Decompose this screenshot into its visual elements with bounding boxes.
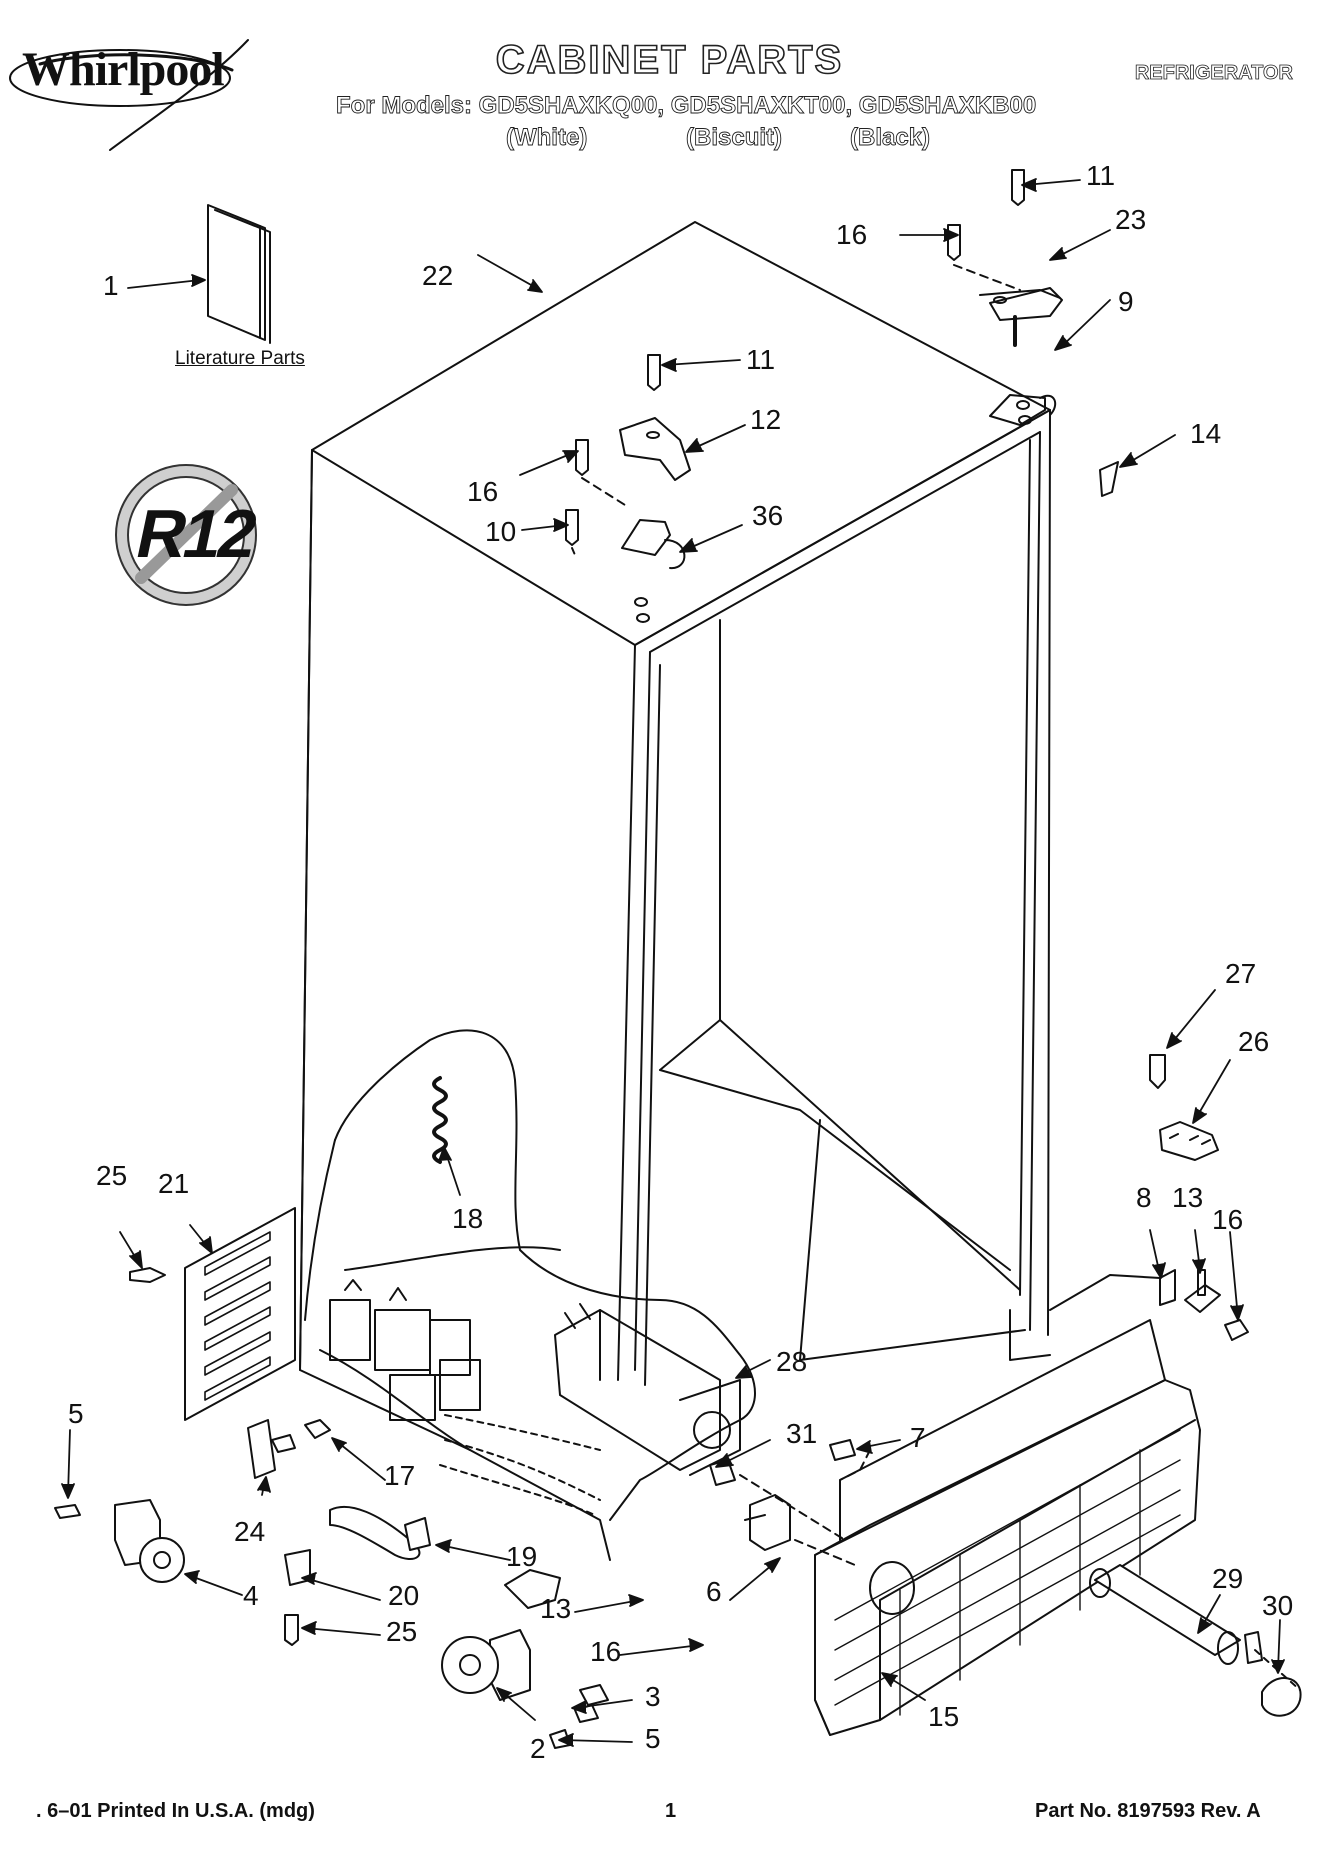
variant-white: (White): [506, 124, 588, 152]
callout-16: 16: [836, 219, 868, 250]
callout-36: 36: [752, 500, 784, 531]
literature-parts-label: Literature Parts: [175, 348, 305, 369]
callout-17: 17: [384, 1460, 416, 1491]
callout-25b: 25: [386, 1616, 418, 1647]
top-hinge-left: [565, 354, 691, 570]
callout-16b: 16: [467, 476, 499, 507]
callout-27: 27: [1225, 958, 1257, 989]
callout-16c: 16: [1212, 1204, 1244, 1235]
callout-19: 19: [506, 1541, 538, 1572]
callout-21: 21: [158, 1168, 190, 1199]
callout-12: 12: [750, 404, 782, 435]
callout-25: 25: [96, 1160, 128, 1191]
callout-15: 15: [928, 1701, 960, 1732]
right-bracket-8-13: [1049, 1269, 1249, 1341]
water-filter-29: [1089, 1564, 1302, 1717]
callout-11b: 11: [746, 344, 776, 375]
whirlpool-logo: Whirlpool: [22, 43, 225, 96]
cabinet-shell: [299, 221, 1051, 1451]
appliance-category: REFRIGERATOR: [1134, 62, 1293, 85]
r12-badge: [115, 464, 257, 606]
part-number: Part No. 8197593 Rev. A: [1035, 1800, 1261, 1822]
footer-print-info: . 6–01 Printed In U.S.A. (mdg): [36, 1800, 315, 1822]
base-grille-15: [814, 1319, 1201, 1736]
rear-access-panel-21: [129, 1207, 296, 1421]
r12-label: R12: [129, 496, 262, 572]
literature-booklet: [207, 204, 271, 344]
callout-3: 3: [645, 1681, 661, 1712]
callout-23: 23: [1115, 204, 1147, 235]
variant-black: (Black): [850, 124, 931, 152]
callout-7: 7: [910, 1422, 926, 1453]
callout-9: 9: [1118, 286, 1134, 317]
callout-4: 4: [243, 1580, 259, 1611]
page-number: 1: [665, 1800, 677, 1822]
right-roller-assembly: [441, 1569, 609, 1749]
callout-18: 18: [452, 1203, 484, 1234]
callout-1: 1: [103, 270, 119, 301]
callout-5: 5: [68, 1398, 84, 1429]
callout-10: 10: [485, 516, 517, 547]
model-list: For Models: GD5SHAXKQ00, GD5SHAXKT00, GD…: [336, 92, 1037, 120]
callout-20: 20: [388, 1580, 420, 1611]
callout-13b: 13: [540, 1593, 572, 1624]
callout-30: 30: [1262, 1590, 1294, 1621]
callout-28: 28: [776, 1346, 808, 1377]
machine-compartment-cutaway: [304, 1029, 756, 1561]
callout-31: 31: [786, 1418, 818, 1449]
callout-24: 24: [234, 1516, 266, 1547]
callout-2: 2: [530, 1733, 546, 1764]
callout-11: 11: [1086, 160, 1116, 191]
top-hinge-right: [947, 169, 1063, 426]
callout-5b: 5: [645, 1723, 661, 1754]
callout-29: 29: [1212, 1563, 1244, 1594]
drain-tube-housing: [554, 1303, 741, 1476]
left-roller-assembly: [54, 1419, 431, 1646]
callout-6: 6: [706, 1576, 722, 1607]
callout-14: 14: [1190, 418, 1222, 449]
part-clip-14: [1099, 461, 1119, 497]
callout-8: 8: [1136, 1182, 1152, 1213]
callout-13: 13: [1172, 1182, 1204, 1213]
callout-26: 26: [1238, 1026, 1270, 1057]
callout-22: 22: [422, 260, 454, 291]
callout-leaders: [61, 178, 1285, 1747]
door-stop-26-27: [1149, 1054, 1219, 1161]
page-title: CABINET PARTS: [495, 37, 844, 83]
variant-biscuit: (Biscuit): [686, 124, 783, 152]
logo-swoosh: [9, 39, 249, 151]
callout-16d: 16: [590, 1636, 622, 1667]
